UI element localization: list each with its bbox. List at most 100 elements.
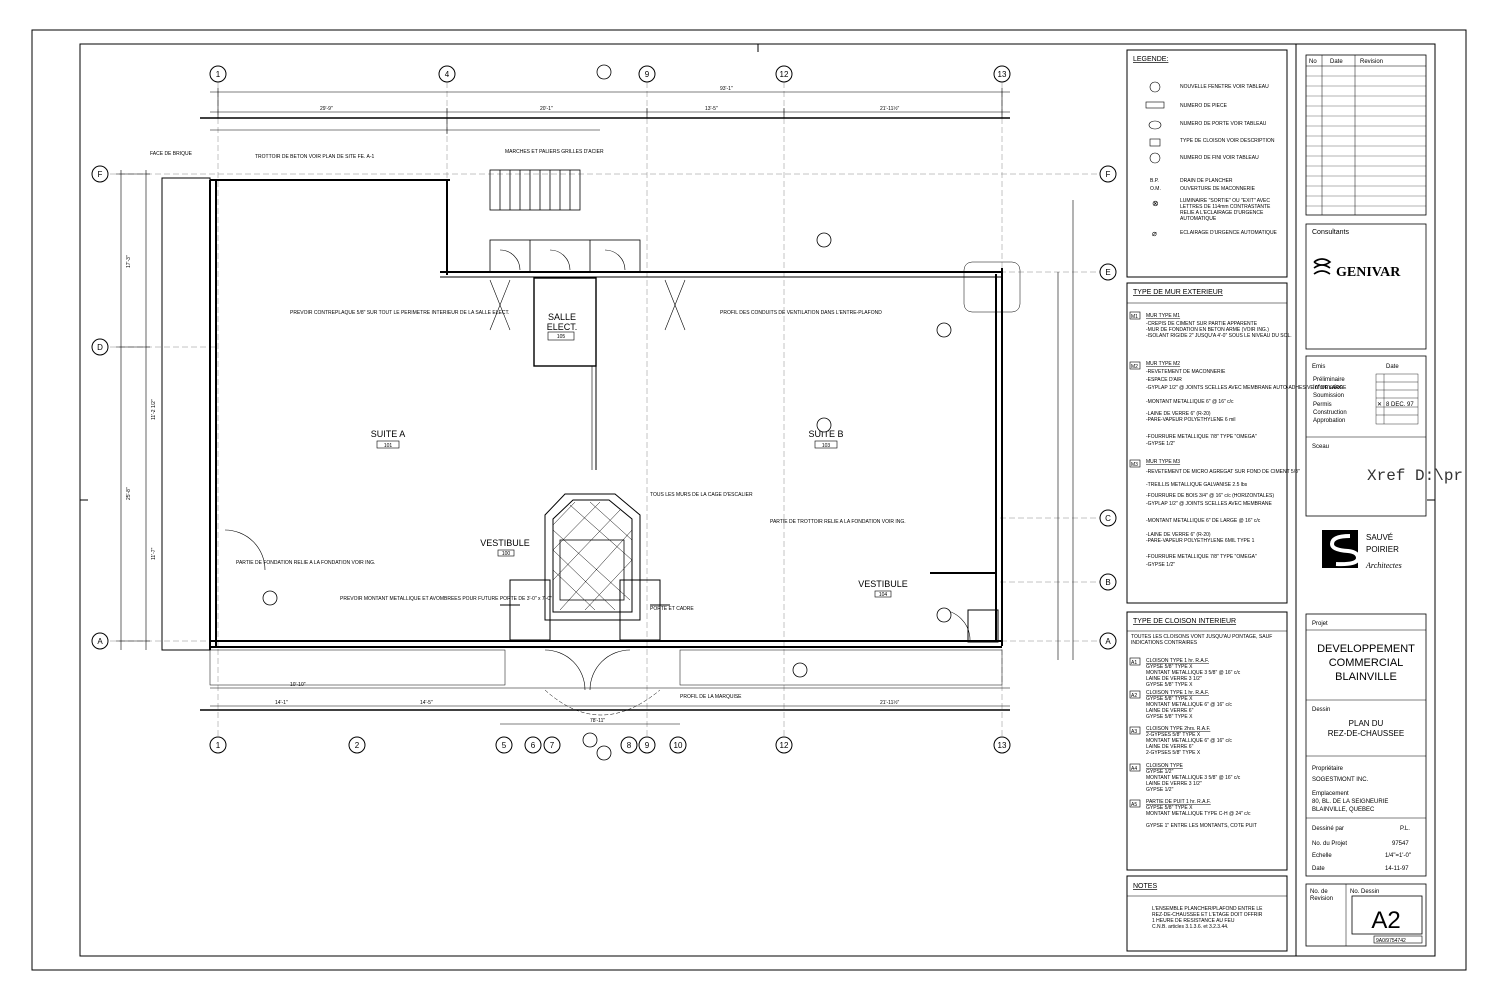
date-label: Date [1312, 866, 1325, 872]
electrical-room [533, 277, 597, 470]
note-contreplaque: PREVOIR CONTREPLAQUE 5/8" SUR TOUT LE PE… [290, 310, 509, 316]
grid-left-F: F [98, 170, 103, 179]
grid-bottom-8: 8 [627, 741, 632, 750]
grid-bottom-1: 1 [216, 741, 221, 750]
emis-item-soumission: Soumission [1313, 393, 1344, 399]
note-trottoir-relie: PARTIE DE TROTTOIR RELIE A LA FONDATION … [770, 519, 906, 525]
dimension-lines-top [200, 88, 1010, 134]
dim-top-3: 20'-1" [540, 106, 553, 112]
notes-line-2: 1 HEURE DE RESISTANCE AU FEU [1152, 918, 1235, 924]
cloison-a3-l0: 2-GYPSES 5/8" TYPE X [1146, 732, 1201, 738]
legend-sym-8: ⌀ [1152, 229, 1157, 238]
note-brique: FACE DE BRIQUE [150, 151, 193, 157]
dim-top-2: 29'-9" [320, 106, 333, 112]
sheet-code: 9A0/9754742 [1376, 938, 1406, 944]
grid-right-B: B [1105, 578, 1110, 587]
cloison-code-a1: A1 [1131, 660, 1137, 666]
dessin-no-label: No. Dessin [1350, 889, 1379, 895]
cloison-a3-l1: MONTANT METALLIQUE 6" @ 16" c/c [1146, 738, 1232, 744]
notes-line-1: REZ-DE-CHAUSSEE ET L'ETAGE DOIT OFFRIR [1152, 912, 1263, 918]
dessine-value: P.L. [1400, 826, 1410, 832]
grid-left-A: A [97, 637, 103, 646]
grid-bottom-2: 2 [355, 741, 360, 750]
cloison-head-a4: CLOISON TYPE [1146, 763, 1184, 769]
emis-item-permis: Permis [1313, 402, 1332, 408]
grid-lines [110, 82, 1100, 745]
cloison-code-a2: A2 [1131, 693, 1137, 699]
dim-top-4: 13'-5" [705, 106, 718, 112]
mur-m2-l1: -ESPACE D'AIR [1146, 377, 1182, 383]
cloison-a3-l3: 2-GYPSES 5/8" TYPE X [1146, 750, 1201, 756]
note-montant: PREVOIR MONTANT METALLIQUE ET AVOMBREES … [340, 596, 552, 602]
architect-line3: Architectes [1365, 561, 1402, 570]
mur-m3-l2: -FOURRURE DE BOIS 3/4" @ 16" c/c (HORIZO… [1146, 493, 1274, 499]
grid-bottom-7: 7 [550, 741, 555, 750]
grid-right-E: E [1105, 268, 1110, 277]
cloison-a4-l3: GYPSE 1/2" [1146, 787, 1174, 793]
room-salle: SALLE [548, 312, 576, 322]
consultants-label: Consultants [1312, 229, 1349, 236]
architect-line1: SAUVÉ [1366, 533, 1393, 542]
mur-m1-l0: -CREPIS DE CIMENT SUR PARTIE APPARENTE [1146, 321, 1258, 327]
mur-m3-l4: -MONTANT METALLIQUE 6" DE LARGE @ 16" c/… [1146, 518, 1261, 524]
legend-items: NOUVELLE FENETRE VOIR TABLEAU NUMERO DE … [1145, 81, 1278, 238]
emis-item-information: Information [1313, 385, 1343, 391]
mur-m3-l1: -TREILLIS METALLIQUE GALVANISE 2.5 lbs [1146, 482, 1248, 488]
grid-bottom-6: 6 [531, 741, 536, 750]
mur-m2-l0: -REVETEMENT DE MACONNERIE [1146, 369, 1226, 375]
mur-head-m3: MUR TYPE M3 [1146, 459, 1180, 465]
grid-bubbles-left: F D A [91, 165, 109, 650]
cloison-head-a3: CLOISON TYPE 2hrs. R.A.F. [1146, 726, 1210, 732]
door-swings [224, 249, 971, 691]
mur-m3-l6: -PARE-VAPEUR POLYETHYLENE 6MIL TYPE 1 [1146, 538, 1255, 544]
legend-text-1: NUMERO DE PIECE [1180, 103, 1228, 109]
dim-bottom-2: 14'-5" [420, 700, 433, 706]
cloison-title: TYPE DE CLOISON INTERIEUR [1133, 618, 1236, 625]
legend-title: LEGENDE: [1133, 56, 1168, 63]
mur-m2-l4: -LAINE DE VERRE 6" (R-20) [1146, 411, 1211, 417]
cloison-intro: TOUTES LES CLOISONS VONT JUSQU'AU PONTAG… [1131, 634, 1273, 646]
mur-m3-l3: -GYPLAP 1/2" @ JOINTS SCELLES AVEC MEMBR… [1146, 501, 1273, 507]
grid-left-D: D [97, 343, 103, 352]
architect-logo: SAUVÉ POIRIER Architectes [1322, 530, 1402, 570]
section-markers [262, 64, 952, 761]
legend-text-2: NUMERO DE PORTE VOIR TABLEAU [1180, 121, 1267, 127]
mur-m3-l8: -GYPSE 1/2" [1146, 562, 1175, 568]
room-vestibule-1-num: 100 [502, 551, 511, 557]
grid-right-F: F [1106, 170, 1111, 179]
cloison-head-a5: PARTIE DE PUIT 1 hr. R.A.F. [1146, 799, 1211, 805]
dessin-line2: REZ-DE-CHAUSSEE [1328, 729, 1404, 738]
dim-left-2: 11'-2 1/2" [151, 399, 157, 420]
emis-item-preliminaire: Préliminaire [1313, 377, 1345, 383]
projet-label: Projet [1312, 621, 1328, 627]
grid-top-4: 4 [445, 70, 450, 79]
cloison-a1-l1: MONTANT METALLIQUE 3 5/8" @ 16" c/c [1146, 670, 1241, 676]
cloison-a2-l1: MONTANT METALLIQUE 6" @ 16" c/c [1146, 702, 1232, 708]
xref-text: Xref D:\pr [1367, 467, 1463, 485]
consultants-firm: GENIVAR [1336, 265, 1401, 280]
mur-m2-l5: -PARE-VAPEUR POLYETHYLENE 6 mil [1146, 417, 1235, 423]
mur-code-m1: M1 [1131, 314, 1138, 320]
mur-m3-l7: -FOURRURE METALLIQUE 7/8" TYPE "OMEGA" [1146, 554, 1257, 560]
cloison-code-a4: A4 [1131, 766, 1137, 772]
cloison-code-a3: A3 [1131, 729, 1137, 735]
grid-bottom-9: 9 [645, 741, 650, 750]
cloison-head-a1: CLOISON TYPE 1 hr. R.A.F. [1146, 658, 1209, 664]
cloison-a2-l3: GYPSE 5/8" TYPE X [1146, 714, 1193, 720]
proprietaire-label: Propriétaire [1312, 766, 1344, 772]
projet-no-label: No. du Projet [1312, 841, 1347, 847]
mur-m2-l7: -GYPSE 1/2" [1146, 441, 1175, 447]
dim-top-5: 21'-11½" [880, 105, 900, 112]
mur-m1-l2: -ISOLANT RIGIDE 2" JUSQU'A 4'-0" SOUS LE… [1146, 333, 1292, 339]
mur-m2-l3: -MONTANT METALLIQUE 6" @ 16" c/c [1146, 399, 1234, 405]
legend-text-7: LUMINAIRE "SORTIE" OU "EXIT" AVEC LETTRE… [1180, 198, 1271, 222]
notes-line-0: L'ENSEMBLE PLANCHER/PLAFOND ENTRE LE [1152, 906, 1263, 912]
dessin-label: Dessin [1312, 707, 1330, 713]
room-vestibule-2-num: 104 [879, 592, 888, 598]
mur-exterieur-title: TYPE DE MUR EXTERIEUR [1133, 289, 1223, 296]
mur-exterieur-panel: TYPE DE MUR EXTERIEUR M1 MUR TYPE M1 -CR… [1126, 282, 1347, 604]
grid-top-1: 1 [216, 70, 221, 79]
grid-bottom-13: 13 [998, 741, 1007, 750]
dimension-lines-left [116, 170, 150, 650]
room-vestibule-1: VESTIBULE [480, 538, 530, 548]
